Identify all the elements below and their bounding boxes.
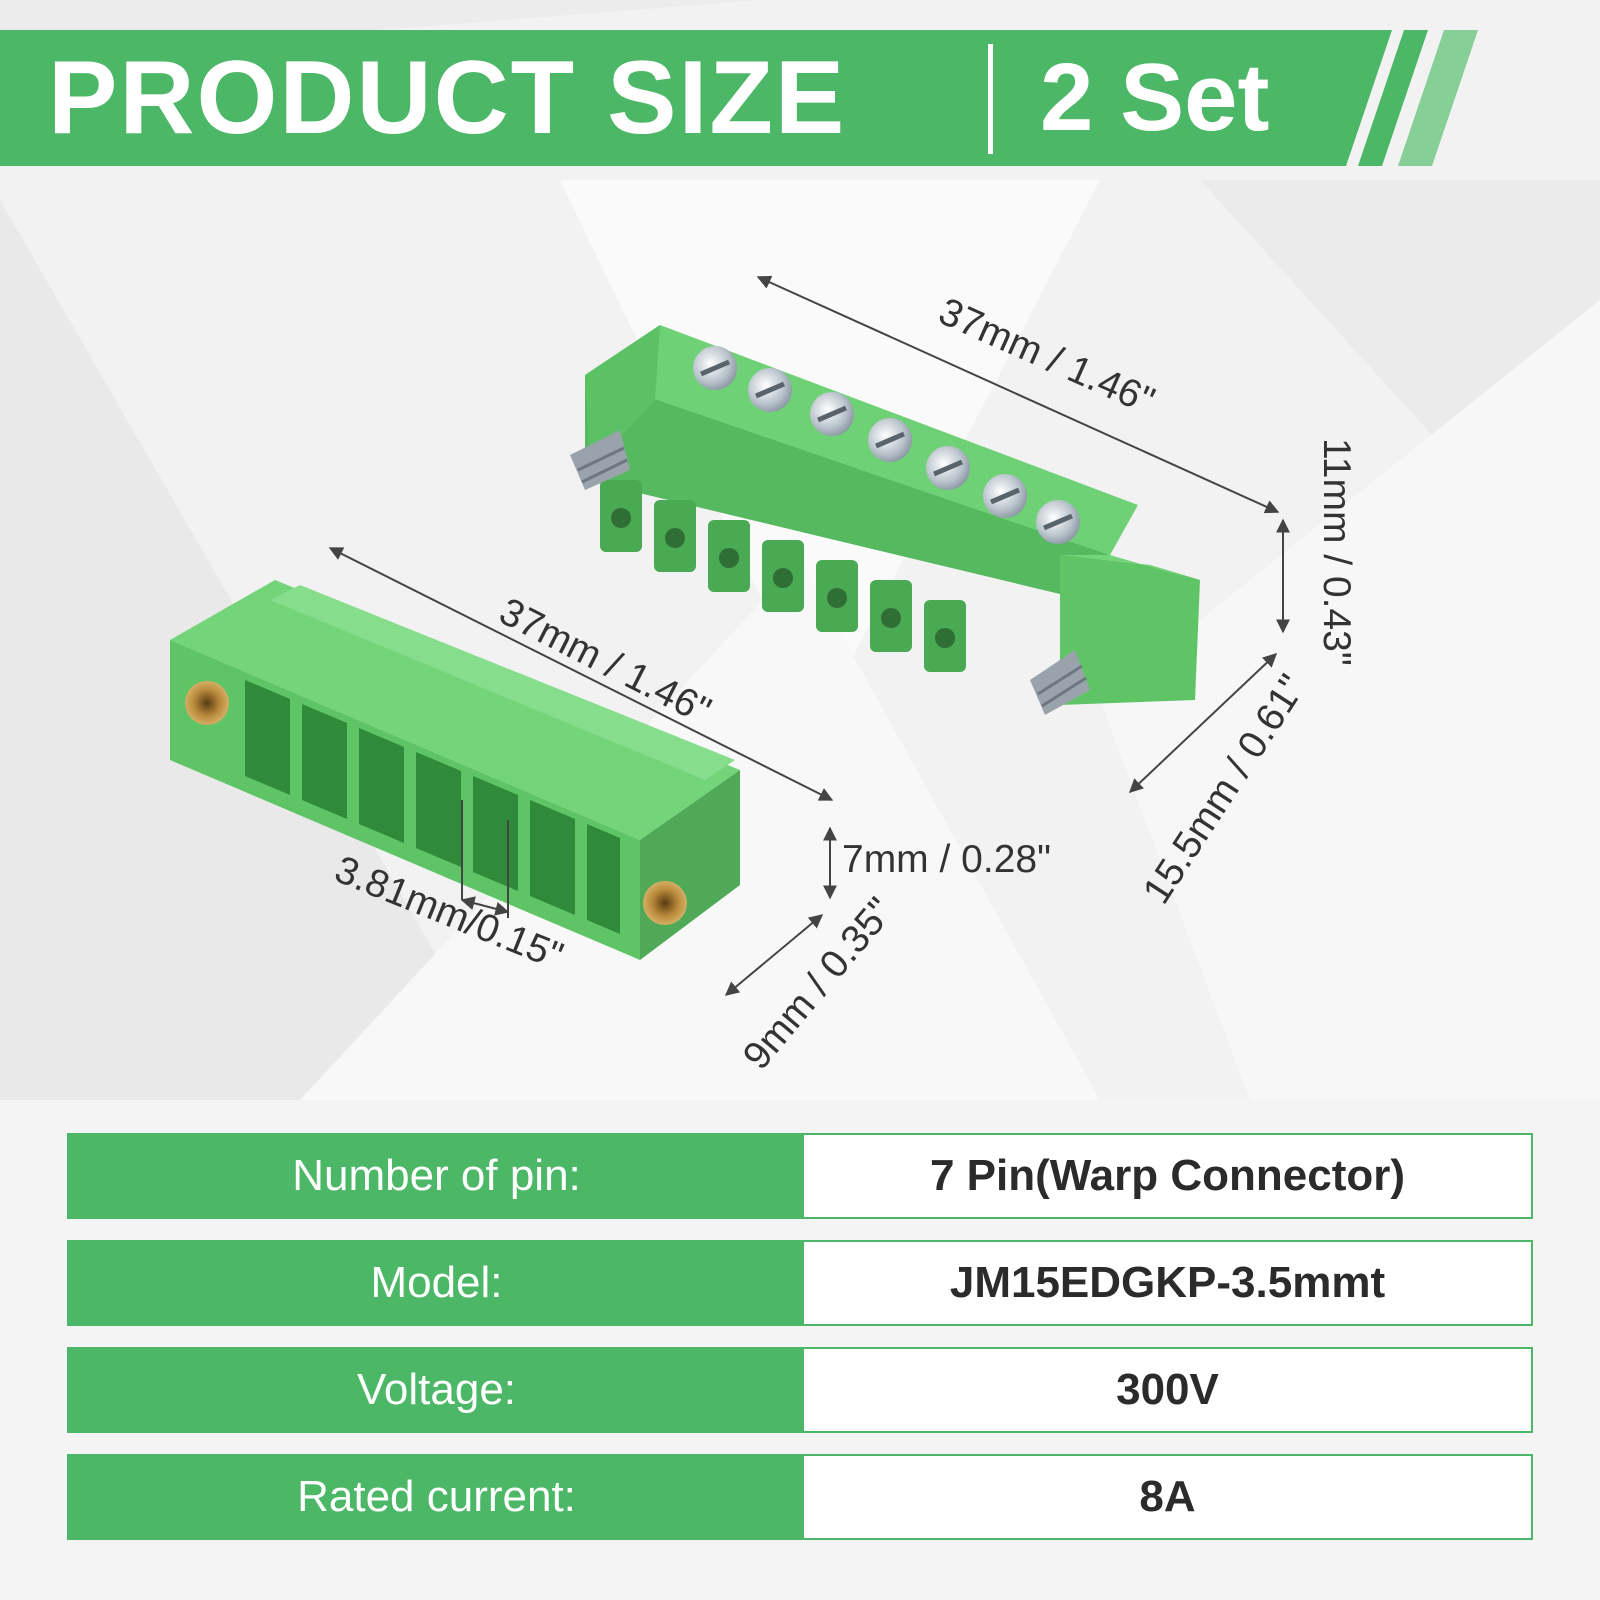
plug-mount-screw-left bbox=[570, 430, 630, 490]
header-insert-right bbox=[643, 881, 687, 925]
spec-value: 300V bbox=[1116, 1365, 1219, 1414]
spec-label: Number of pin: bbox=[69, 1135, 804, 1217]
spec-row-voltage: Voltage: 300V bbox=[67, 1347, 1533, 1433]
banner-title: PRODUCT SIZE bbox=[48, 40, 847, 156]
header-banner: PRODUCT SIZE 2 Set bbox=[0, 30, 1600, 166]
spec-value: 8A bbox=[1139, 1472, 1196, 1521]
spec-label: Voltage: bbox=[69, 1349, 804, 1431]
spec-label: Model: bbox=[69, 1242, 804, 1324]
header-insert-left bbox=[185, 681, 229, 725]
spec-row-model: Model: JM15EDGKP-3.5mmt bbox=[67, 1240, 1533, 1326]
spec-row-rated-current: Rated current: 8A bbox=[67, 1454, 1533, 1540]
banner-divider bbox=[988, 44, 993, 154]
banner-subtitle: 2 Set bbox=[1040, 44, 1270, 151]
dim-header-height: 7mm / 0.28" bbox=[842, 838, 1051, 881]
spec-value: JM15EDGKP-3.5mmt bbox=[949, 1258, 1386, 1307]
dimension-lines bbox=[328, 275, 1290, 996]
product-illustration bbox=[170, 275, 1290, 996]
banner-shape bbox=[0, 30, 1478, 166]
spec-value: 7 Pin(Warp Connector) bbox=[929, 1151, 1406, 1200]
spec-table: Number of pin: 7 Pin(Warp Connector) Mod… bbox=[67, 1133, 1533, 1561]
spec-label: Rated current: bbox=[69, 1456, 804, 1538]
dim-plug-height: 11mm / 0.43" bbox=[1315, 438, 1358, 666]
plug-mount-screw-right bbox=[1030, 650, 1090, 715]
spec-row-pin-count: Number of pin: 7 Pin(Warp Connector) bbox=[67, 1133, 1533, 1219]
